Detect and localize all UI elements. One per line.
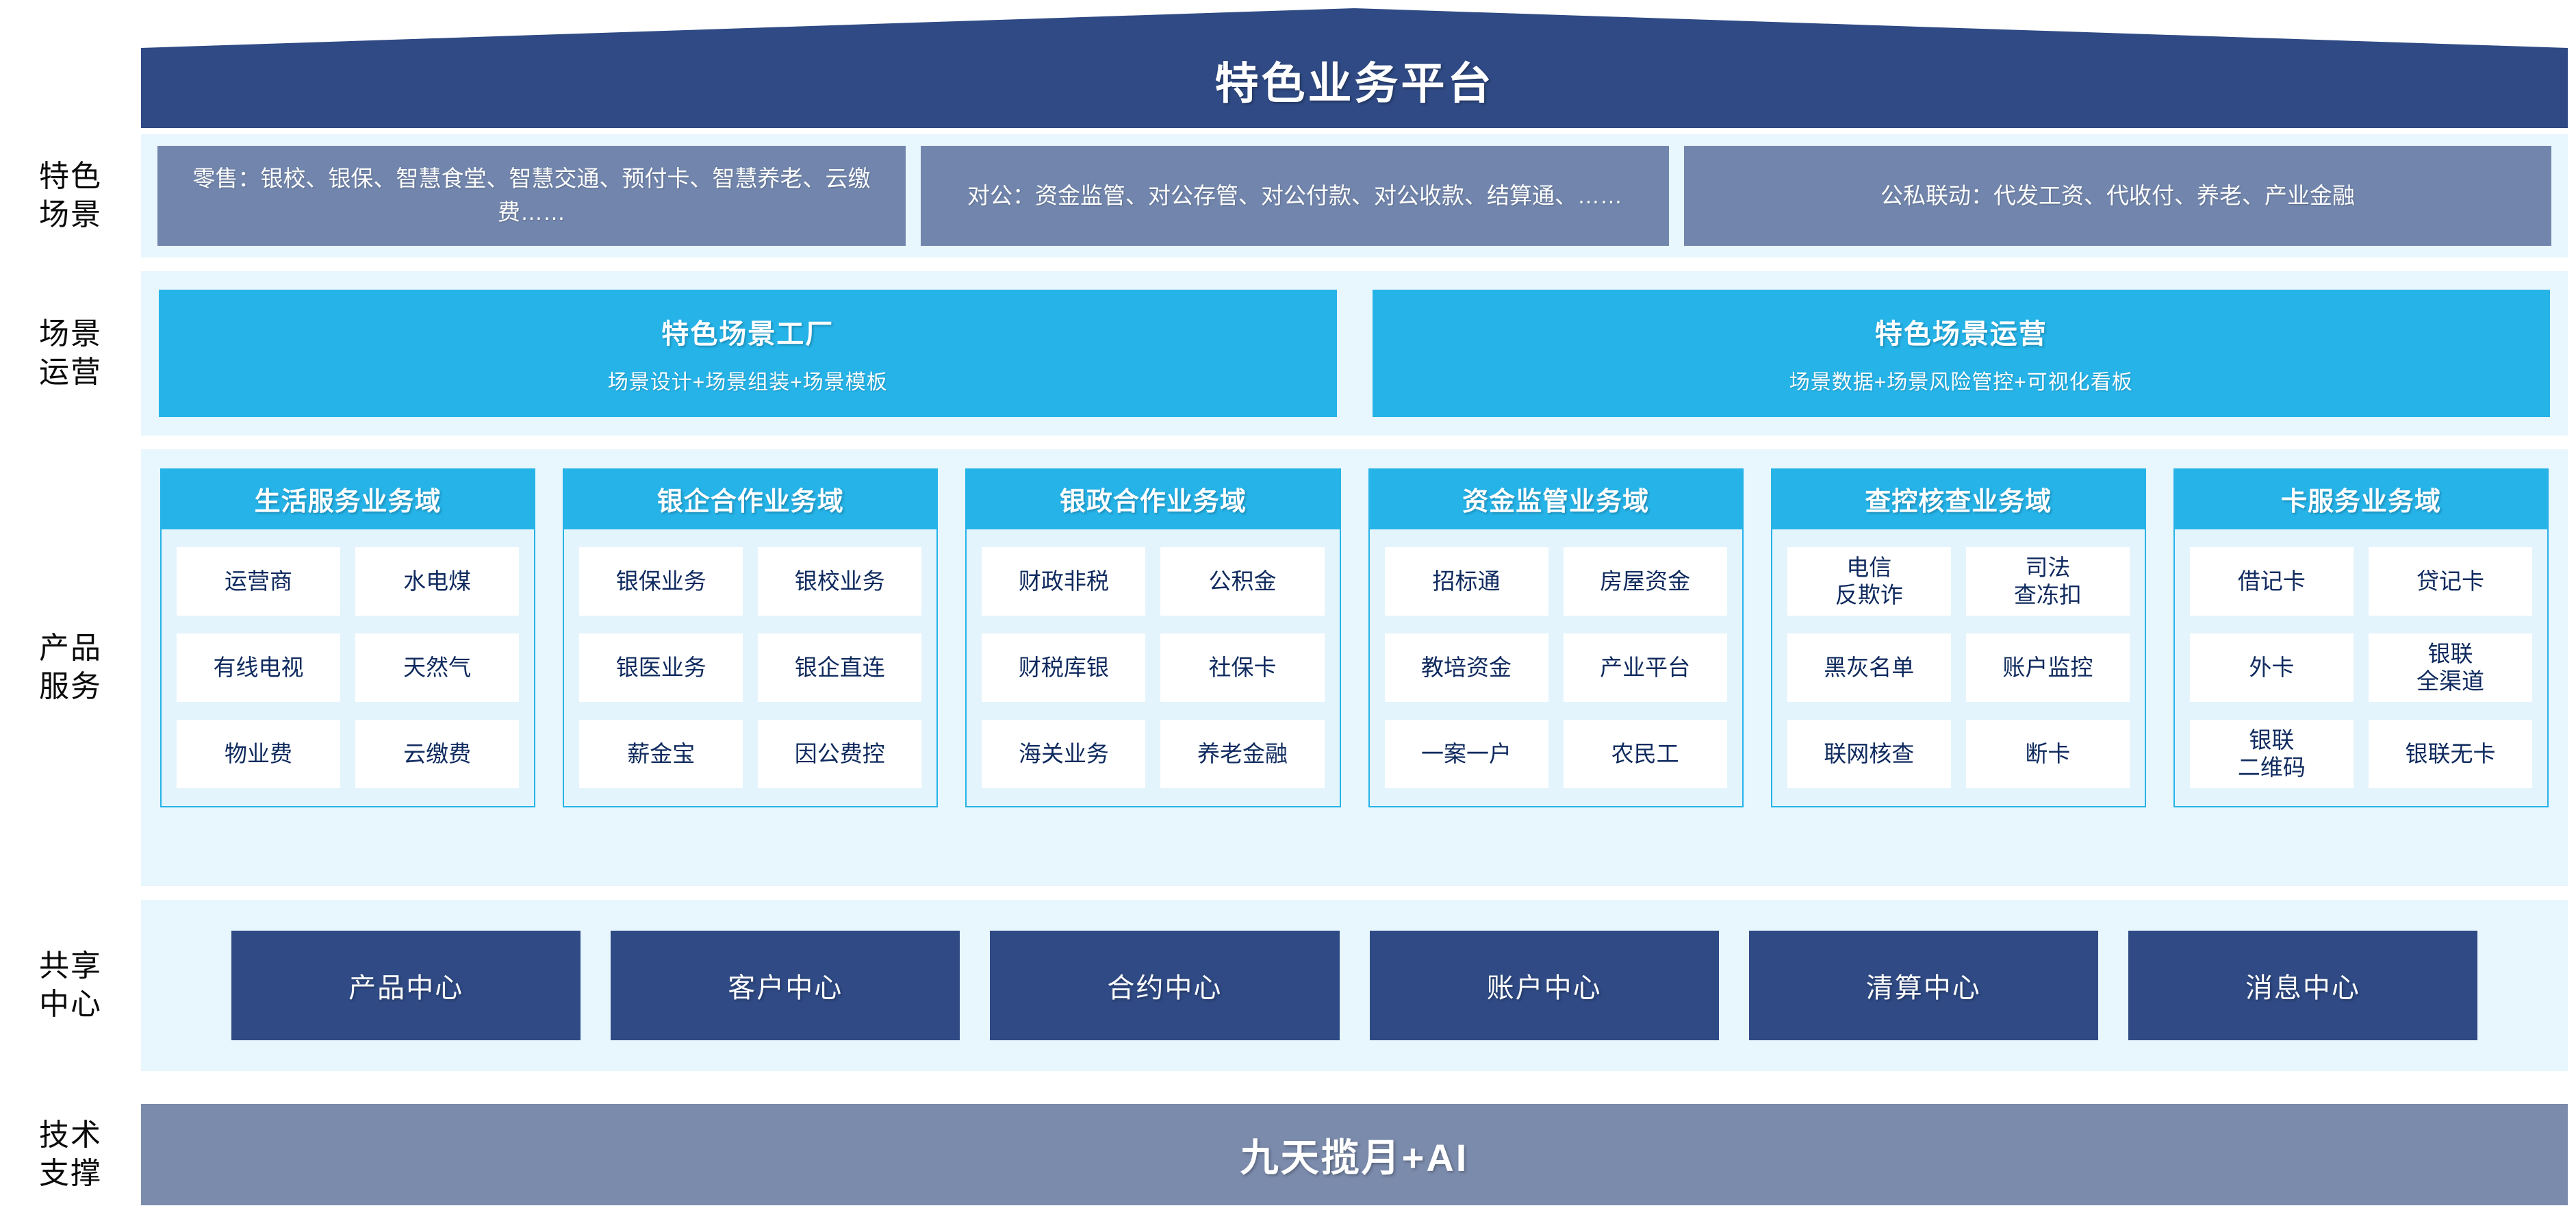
domain-item[interactable]: 因公费控	[758, 720, 922, 788]
domain-card: 生活服务业务域运营商水电煤有线电视天然气物业费云缴费	[160, 468, 536, 807]
shared-center-box[interactable]: 客户中心	[611, 931, 960, 1040]
page-title: 特色业务平台	[1214, 58, 1494, 108]
domain-item[interactable]: 银联 二维码	[2189, 720, 2354, 788]
domain-card: 资金监管业务域招标通房屋资金教培资金产业平台一案一户农民工	[1368, 468, 1744, 807]
domain-title: 资金监管业务域	[1369, 470, 1742, 529]
ops-title: 特色场景工厂	[661, 319, 834, 349]
domain-item[interactable]: 云缴费	[355, 720, 520, 788]
domain-item[interactable]: 产业平台	[1563, 633, 1727, 702]
product-domain-row: 生活服务业务域运营商水电煤有线电视天然气物业费云缴费银企合作业务域银保业务银校业…	[141, 449, 2568, 886]
domain-item[interactable]: 银联无卡	[2368, 720, 2533, 788]
domain-item-grid: 运营商水电煤有线电视天然气物业费云缴费	[162, 529, 534, 806]
row-label-operation: 场景 运营	[39, 316, 102, 389]
domain-item[interactable]: 物业费	[177, 720, 341, 788]
product-row-panel	[141, 449, 2568, 886]
domain-item-grid: 银保业务银校业务银医业务银企直连薪金宝因公费控	[564, 529, 936, 806]
domain-item[interactable]: 财政非税	[982, 547, 1146, 616]
platform-roof-banner: 特色业务平台	[141, 8, 2568, 128]
ops-subtitle: 场景数据+场景风险管控+可视化看板	[1789, 371, 2133, 394]
domain-item[interactable]: 断卡	[1965, 720, 2130, 788]
domain-item[interactable]: 教培资金	[1384, 633, 1548, 702]
domain-item[interactable]: 天然气	[355, 633, 520, 702]
scene-box-corporate[interactable]: 对公：资金监管、对公存管、对公付款、对公收款、结算通、……	[921, 146, 1669, 246]
domain-item[interactable]: 银保业务	[579, 547, 743, 616]
domain-item[interactable]: 电信 反欺诈	[1787, 547, 1951, 616]
domain-item[interactable]: 银校业务	[758, 547, 922, 616]
domain-item[interactable]: 农民工	[1563, 720, 1727, 788]
domain-item[interactable]: 水电煤	[355, 547, 520, 616]
ops-box-scene-operation[interactable]: 特色场景运营 场景数据+场景风险管控+可视化看板	[1372, 290, 2550, 417]
domain-item-grid: 电信 反欺诈司法 查冻扣黑灰名单账户监控联网核查断卡	[1772, 529, 2145, 806]
ops-title: 特色场景运营	[1874, 319, 2048, 349]
shared-center-box[interactable]: 产品中心	[231, 931, 581, 1040]
scene-box-public-private[interactable]: 公私联动：代发工资、代收付、养老、产业金融	[1684, 146, 2551, 246]
row-label-tech: 技术 支撑	[39, 1118, 102, 1190]
domain-title: 银企合作业务域	[564, 470, 937, 529]
tech-support-bar[interactable]: 九天揽月+AI	[141, 1104, 2568, 1205]
scene-box-retail[interactable]: 零售：银校、银保、智慧食堂、智慧交通、预付卡、智慧养老、云缴费……	[157, 146, 906, 246]
domain-card: 查控核查业务域电信 反欺诈司法 查冻扣黑灰名单账户监控联网核查断卡	[1770, 468, 2146, 807]
domain-item[interactable]: 公积金	[1160, 547, 1325, 616]
shared-center-box[interactable]: 消息中心	[2128, 931, 2478, 1040]
domain-item[interactable]: 银医业务	[579, 633, 743, 702]
domain-item[interactable]: 财税库银	[982, 633, 1146, 702]
scene-row: 零售：银校、银保、智慧食堂、智慧交通、预付卡、智慧养老、云缴费…… 对公：资金监…	[141, 134, 2568, 257]
row-label-scene: 特色 场景	[39, 159, 102, 231]
domain-item-grid: 招标通房屋资金教培资金产业平台一案一户农民工	[1370, 529, 1742, 806]
operation-row: 特色场景工厂 场景设计+场景组装+场景模板 特色场景运营 场景数据+场景风险管控…	[141, 271, 2568, 436]
domain-item-grid: 财政非税公积金财税库银社保卡海关业务养老金融	[967, 529, 1339, 806]
domain-item[interactable]: 养老金融	[1160, 720, 1325, 788]
domain-title: 卡服务业务域	[2174, 470, 2548, 529]
domain-item[interactable]: 贷记卡	[2368, 547, 2533, 616]
domain-title: 查控核查业务域	[1772, 470, 2145, 529]
domain-item[interactable]: 有线电视	[177, 633, 341, 702]
domain-item[interactable]: 薪金宝	[579, 720, 743, 788]
ops-box-scene-factory[interactable]: 特色场景工厂 场景设计+场景组装+场景模板	[159, 290, 1337, 417]
domain-card: 银企合作业务域银保业务银校业务银医业务银企直连薪金宝因公费控	[563, 468, 939, 807]
domain-card: 卡服务业务域借记卡贷记卡外卡银联 全渠道银联 二维码银联无卡	[2173, 468, 2549, 807]
shared-center-box[interactable]: 清算中心	[1748, 931, 2098, 1040]
shared-center-box[interactable]: 合约中心	[990, 931, 1340, 1040]
domain-item[interactable]: 招标通	[1384, 547, 1548, 616]
domain-title: 生活服务业务域	[162, 470, 535, 529]
domain-item[interactable]: 社保卡	[1160, 633, 1325, 702]
roof-shape-icon	[141, 8, 2568, 128]
domain-item[interactable]: 银企直连	[758, 633, 922, 702]
domain-item[interactable]: 一案一户	[1384, 720, 1548, 788]
domain-item-grid: 借记卡贷记卡外卡银联 全渠道银联 二维码银联无卡	[2175, 529, 2547, 806]
shared-center-box[interactable]: 账户中心	[1369, 931, 1719, 1040]
domain-item[interactable]: 银联 全渠道	[2368, 633, 2533, 702]
domain-item[interactable]: 外卡	[2189, 633, 2354, 702]
domain-item[interactable]: 海关业务	[982, 720, 1146, 788]
domain-card: 银政合作业务域财政非税公积金财税库银社保卡海关业务养老金融	[965, 468, 1341, 807]
domain-item[interactable]: 司法 查冻扣	[1965, 547, 2130, 616]
domain-item[interactable]: 联网核查	[1787, 720, 1951, 788]
domain-item[interactable]: 运营商	[177, 547, 341, 616]
domain-title: 银政合作业务域	[967, 470, 1340, 529]
domain-item[interactable]: 借记卡	[2189, 547, 2354, 616]
row-label-center: 共享 中心	[39, 948, 102, 1021]
shared-center-row: 产品中心客户中心合约中心账户中心清算中心消息中心	[141, 900, 2568, 1071]
domain-item[interactable]: 账户监控	[1965, 633, 2130, 702]
ops-subtitle: 场景设计+场景组装+场景模板	[607, 371, 888, 394]
row-label-product: 产品 服务	[39, 631, 102, 703]
domain-item[interactable]: 房屋资金	[1563, 547, 1727, 616]
domain-item[interactable]: 黑灰名单	[1787, 633, 1951, 702]
